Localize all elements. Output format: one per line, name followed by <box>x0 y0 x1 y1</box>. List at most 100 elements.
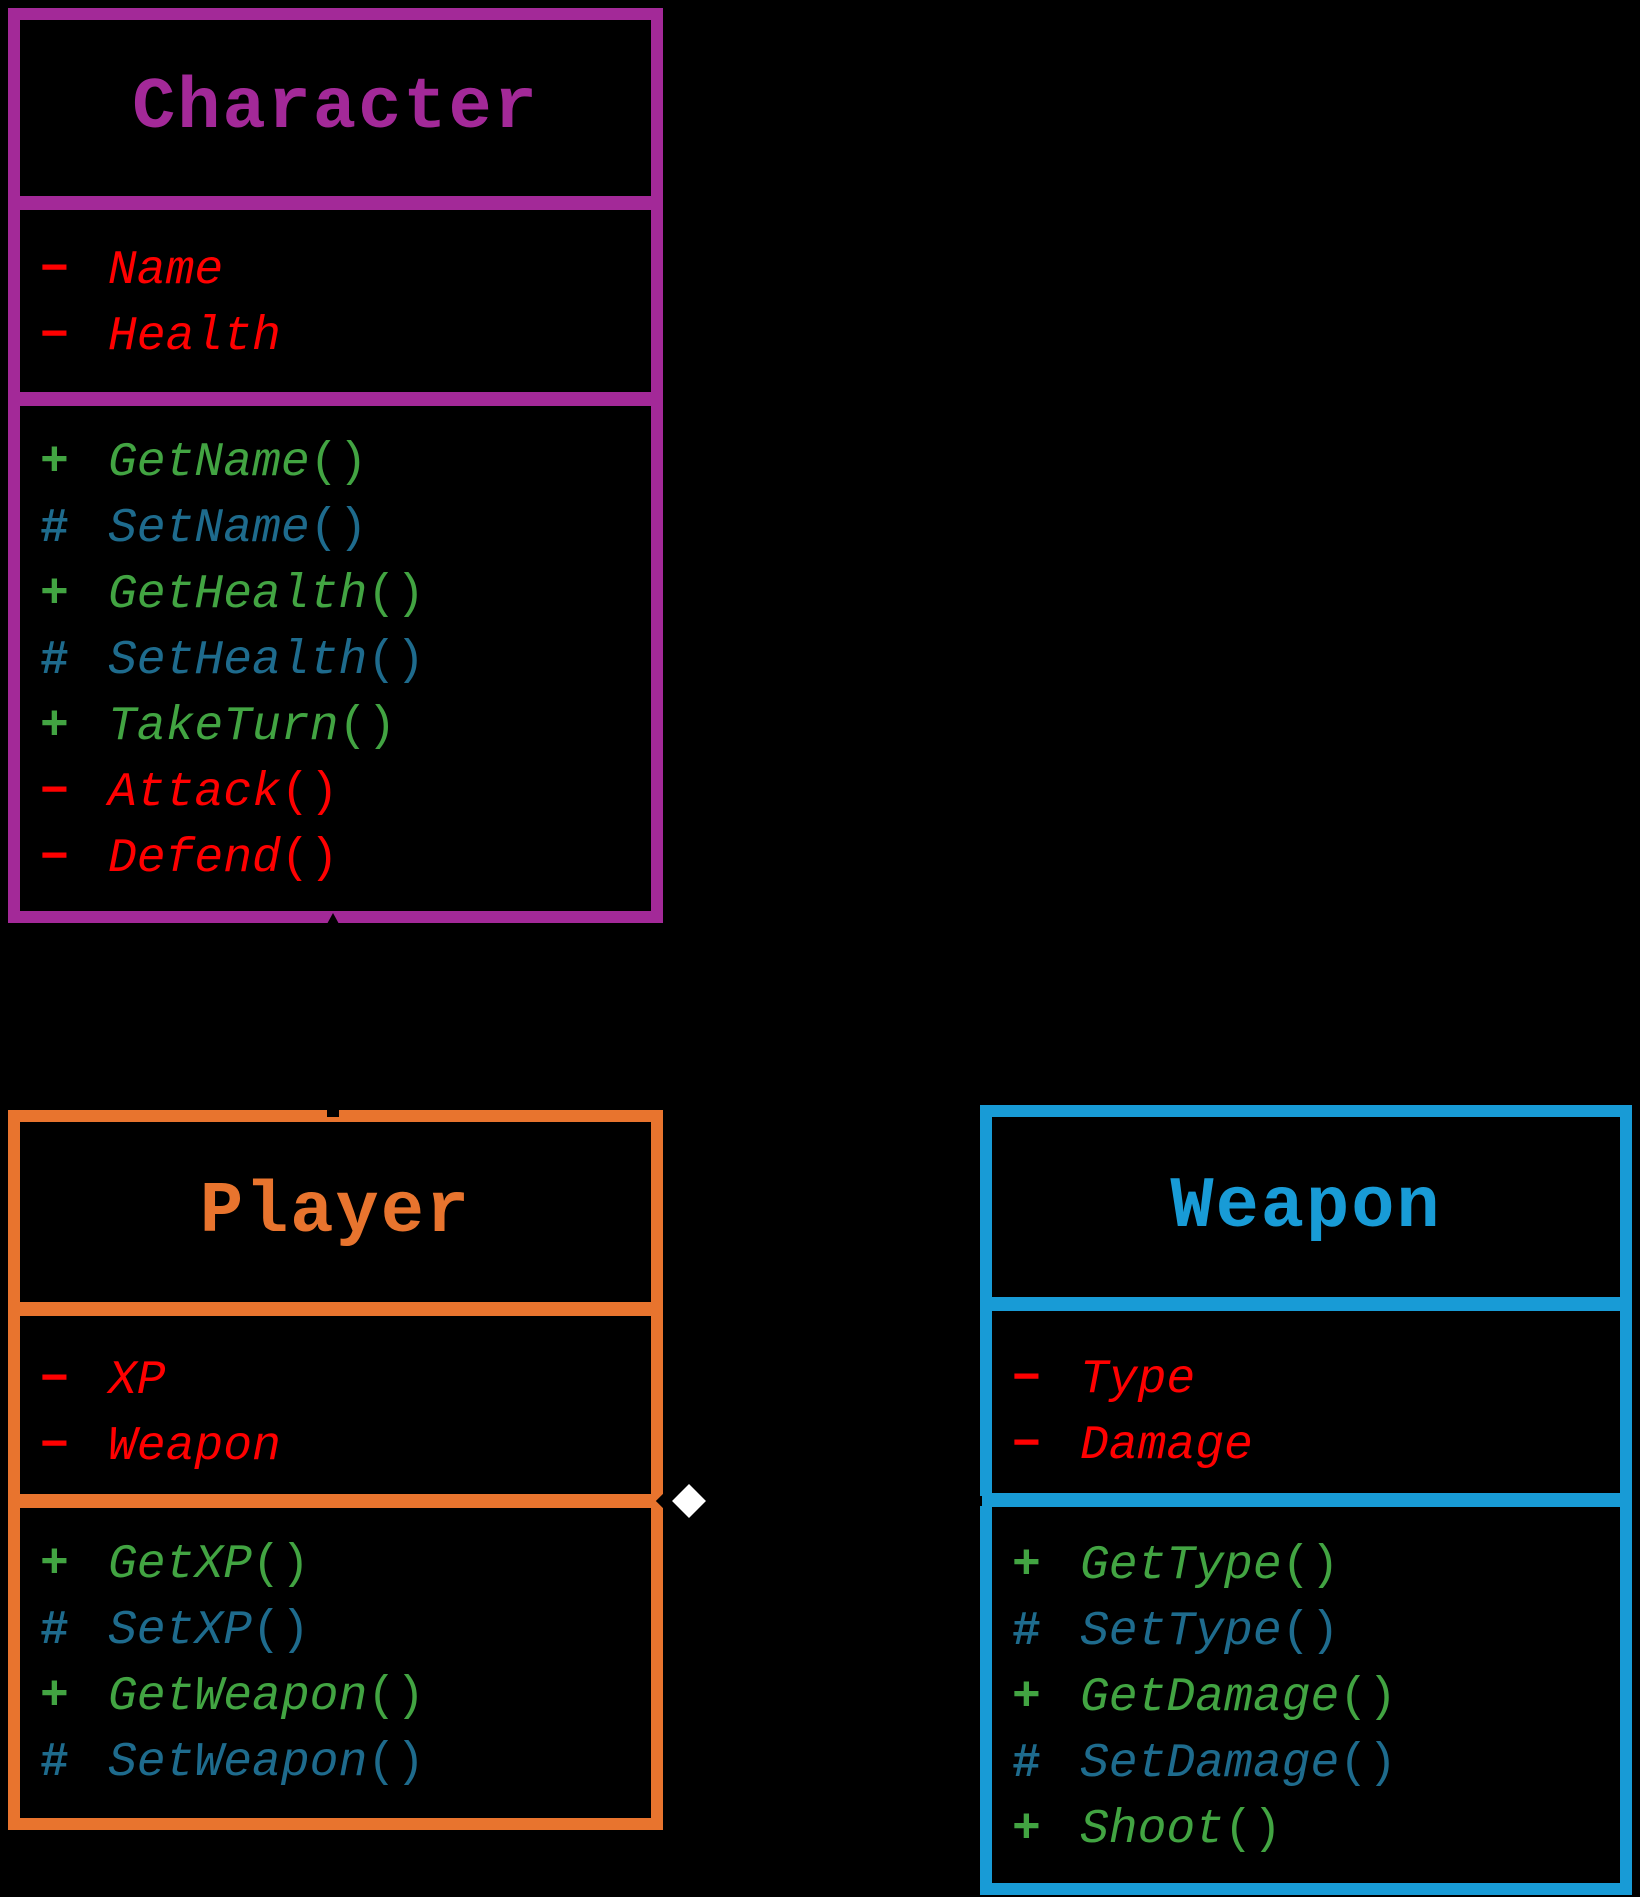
method-row: # SetDamage () <box>992 1731 1620 1797</box>
method-name: SetType <box>1080 1605 1282 1659</box>
attribute-row: − Name <box>20 238 651 304</box>
weapon-class-box: Weapon − Type − Damage + GetType () # Se… <box>980 1105 1632 1895</box>
attribute-row: − Type <box>992 1347 1620 1413</box>
method-row: − Defend () <box>20 826 651 892</box>
attribute-row: − Weapon <box>20 1414 651 1480</box>
method-parens: () <box>1281 1605 1340 1659</box>
attribute-name: Type <box>1080 1353 1196 1407</box>
aggregation-connector-line <box>700 1496 982 1506</box>
method-name: GetWeapon <box>108 1670 368 1724</box>
method-name: GetType <box>1080 1539 1282 1593</box>
attributes-section: − XP − Weapon <box>20 1316 651 1508</box>
attribute-name: Damage <box>1080 1419 1253 1473</box>
methods-section: + GetXP () # SetXP () + GetWeapon () # S… <box>20 1508 651 1818</box>
attributes-section: − Name − Health <box>20 210 651 406</box>
visibility-sign: + <box>1012 1539 1041 1593</box>
method-parens: () <box>367 634 425 688</box>
class-name-label: Player <box>199 1171 472 1253</box>
method-name: Attack <box>108 766 281 820</box>
method-row: # SetHealth () <box>20 628 651 694</box>
class-name-label: Weapon <box>1170 1166 1442 1248</box>
visibility-sign: − <box>1012 1353 1041 1407</box>
method-parens: () <box>252 1538 310 1592</box>
visibility-sign: + <box>1012 1803 1041 1857</box>
method-parens: () <box>252 1604 310 1658</box>
visibility-sign: + <box>40 1670 69 1724</box>
method-row: + Shoot () <box>992 1797 1620 1863</box>
attribute-row: − Damage <box>992 1413 1620 1479</box>
inheritance-connector-line <box>327 985 339 1117</box>
method-row: + TakeTurn () <box>20 694 651 760</box>
method-parens: () <box>367 568 425 622</box>
method-row: + GetDamage () <box>992 1665 1620 1731</box>
visibility-sign: + <box>40 436 69 490</box>
inheritance-arrowhead-icon <box>303 913 363 968</box>
attribute-name: Health <box>108 310 281 364</box>
attribute-name: Weapon <box>108 1420 281 1474</box>
method-name: SetName <box>108 502 310 556</box>
method-name: SetDamage <box>1080 1737 1340 1791</box>
method-name: TakeTurn <box>108 700 339 754</box>
method-parens: () <box>280 832 339 886</box>
method-name: GetHealth <box>108 568 368 622</box>
visibility-sign: # <box>1012 1605 1041 1659</box>
class-name-label: Character <box>132 67 539 149</box>
method-parens: () <box>309 502 368 556</box>
visibility-sign: − <box>40 766 69 820</box>
visibility-sign: − <box>40 244 69 298</box>
visibility-sign: # <box>40 1736 69 1790</box>
visibility-sign: + <box>40 1538 69 1592</box>
method-name: SetWeapon <box>108 1736 368 1790</box>
method-parens: () <box>280 766 339 820</box>
method-parens: () <box>367 1736 425 1790</box>
method-parens: () <box>1281 1539 1340 1593</box>
method-row: + GetHealth () <box>20 562 651 628</box>
visibility-sign: + <box>40 700 69 754</box>
methods-section: + GetName () # SetName () + GetHealth ()… <box>20 406 651 911</box>
method-name: Shoot <box>1080 1803 1225 1857</box>
method-parens: () <box>309 436 368 490</box>
method-row: + GetName () <box>20 430 651 496</box>
visibility-sign: # <box>1012 1737 1041 1791</box>
class-title: Weapon <box>992 1117 1620 1311</box>
attribute-row: − Health <box>20 304 651 370</box>
method-row: + GetXP () <box>20 1532 651 1598</box>
method-name: Defend <box>108 832 281 886</box>
visibility-sign: − <box>40 832 69 886</box>
method-parens: () <box>338 700 397 754</box>
method-name: SetXP <box>108 1604 253 1658</box>
attribute-row: − XP <box>20 1348 651 1414</box>
visibility-sign: − <box>1012 1419 1041 1473</box>
visibility-sign: − <box>40 1354 69 1408</box>
visibility-sign: + <box>40 568 69 622</box>
attributes-section: − Type − Damage <box>992 1311 1620 1507</box>
method-parens: () <box>1224 1803 1282 1857</box>
method-row: # SetType () <box>992 1599 1620 1665</box>
method-name: GetName <box>108 436 310 490</box>
method-parens: () <box>367 1670 425 1724</box>
visibility-sign: + <box>1012 1671 1041 1725</box>
method-name: GetDamage <box>1080 1671 1340 1725</box>
method-row: − Attack () <box>20 760 651 826</box>
attribute-name: XP <box>108 1354 166 1408</box>
method-name: SetHealth <box>108 634 368 688</box>
method-row: # SetName () <box>20 496 651 562</box>
class-title: Character <box>20 20 651 210</box>
method-row: # SetWeapon () <box>20 1730 651 1796</box>
attribute-name: Name <box>108 244 224 298</box>
visibility-sign: # <box>40 634 69 688</box>
methods-section: + GetType () # SetType () + GetDamage ()… <box>992 1507 1620 1883</box>
method-parens: () <box>1339 1737 1397 1791</box>
visibility-sign: − <box>40 310 69 364</box>
visibility-sign: # <box>40 502 69 556</box>
character-class-box: Character − Name − Health + GetName () #… <box>8 8 663 923</box>
method-row: # SetXP () <box>20 1598 651 1664</box>
visibility-sign: − <box>40 1420 69 1474</box>
aggregation-diamond-icon <box>672 1484 706 1518</box>
method-row: + GetType () <box>992 1533 1620 1599</box>
method-name: GetXP <box>108 1538 253 1592</box>
player-class-box: Player − XP − Weapon + GetXP () # SetXP … <box>8 1110 663 1830</box>
class-title: Player <box>20 1122 651 1316</box>
method-parens: () <box>1339 1671 1397 1725</box>
